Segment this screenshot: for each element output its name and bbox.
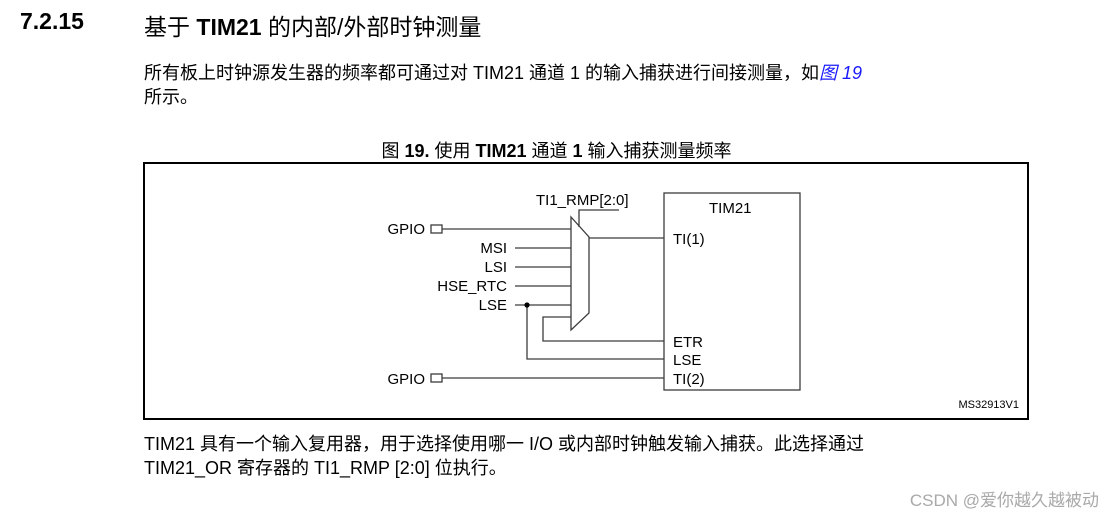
tim21-block: [663, 192, 801, 391]
intro-line2-text: 所示。: [144, 87, 198, 107]
body-line2: TIM21_OR 寄存器的 TI1_RMP [2:0] 位执行。: [144, 458, 507, 478]
intro-paragraph: 所有板上时钟源发生器的频率都可通过对 TIM21 通道 1 的输入捕获进行间接测…: [144, 61, 862, 109]
port-label-ti2: TI(2): [673, 371, 705, 388]
figure-title-suffix: 输入捕获测量频率: [582, 141, 732, 161]
figure-ref-code: MS32913V1: [958, 399, 1019, 411]
section-title-prefix: 基于: [144, 14, 197, 40]
figure-title-number: 19.: [404, 141, 430, 161]
select-label: TI1_RMP[2:0]: [536, 192, 629, 209]
multiplexer-shape: [570, 215, 590, 332]
block-name-label: TIM21: [709, 200, 752, 217]
input-label-gpio2: GPIO: [387, 371, 425, 388]
body-paragraph: TIM21 具有一个输入复用器，用于选择使用哪一 I/O 或内部时钟触发输入捕获…: [144, 432, 864, 480]
wire-lse-tim: [526, 305, 664, 360]
figure-title-mid1: 使用: [429, 141, 476, 161]
section-title-bold: TIM21: [196, 14, 262, 40]
watermark: CSDN @爱你越久越被动: [909, 491, 1099, 510]
figure-link[interactable]: 图 19: [819, 63, 863, 83]
figure-title-bold2: 1: [572, 141, 583, 161]
port-label-lse: LSE: [673, 352, 701, 369]
section-title-suffix: 的内部/外部时钟测量: [261, 14, 482, 40]
input-label-lse: LSE: [479, 297, 507, 314]
figure-frame: [143, 162, 1029, 420]
input-label-gpio: GPIO: [387, 221, 425, 238]
input-label-lsi: LSI: [484, 259, 507, 276]
input-label-hse-rtc: HSE_RTC: [437, 278, 507, 295]
port-label-etr: ETR: [673, 334, 703, 351]
section-title: 基于 TIM21 的内部/外部时钟测量: [144, 8, 481, 42]
figure-title: 图 19. 使用 TIM21 通道 1 输入捕获测量频率: [0, 137, 1113, 163]
figure-title-bold1: TIM21: [475, 141, 527, 161]
port-label-ti1: TI(1): [673, 231, 705, 248]
figure-title-prefix: 图: [381, 141, 405, 161]
junction-dot: [524, 302, 530, 308]
intro-line1-text: 所有板上时钟源发生器的频率都可通过对 TIM21 通道 1 的输入捕获进行间接测…: [144, 63, 820, 83]
figure-title-mid2: 通道: [526, 141, 573, 161]
input-label-msi: MSI: [480, 240, 507, 257]
gpio2-pad: [430, 373, 443, 383]
body-line1: TIM21 具有一个输入复用器，用于选择使用哪一 I/O 或内部时钟触发输入捕获…: [144, 434, 865, 454]
gpio1-pad: [430, 224, 443, 234]
wire-etr-loop: [542, 316, 664, 342]
section-number: 7.2.15: [20, 8, 84, 34]
select-line: [578, 209, 619, 227]
